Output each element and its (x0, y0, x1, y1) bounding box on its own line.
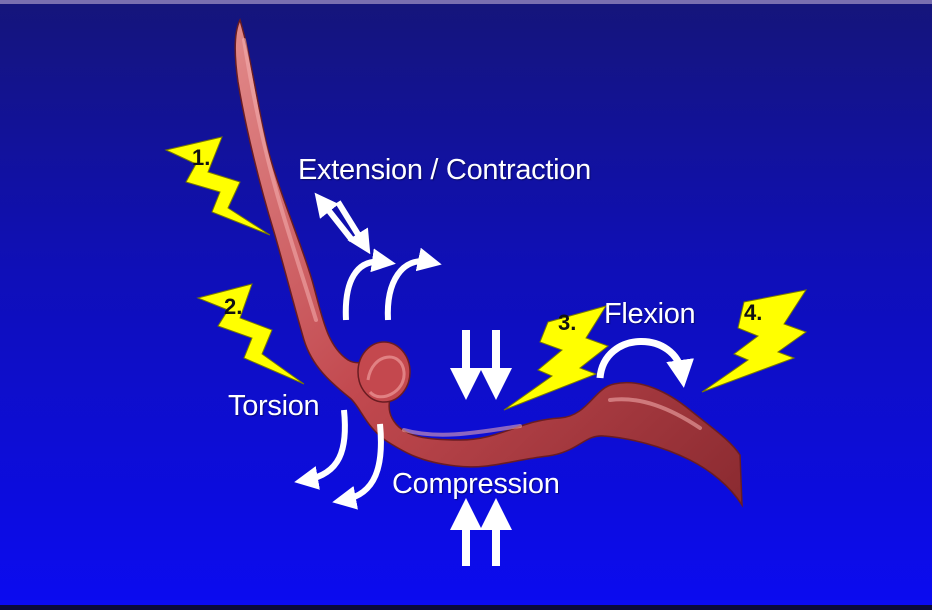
label-extension-contraction: Extension / Contraction (298, 154, 591, 187)
label-compression: Compression (392, 468, 560, 501)
bolt-number-3: 3. (558, 310, 576, 335)
bolt-number-2: 2. (224, 294, 242, 319)
label-flexion: Flexion (604, 298, 695, 331)
label-torsion: Torsion (228, 390, 319, 423)
vessel-knot (358, 342, 410, 402)
slide-frame-line (0, 0, 932, 4)
bolt-number-1: 1. (192, 145, 210, 170)
bolt-number-4: 4. (744, 300, 762, 325)
